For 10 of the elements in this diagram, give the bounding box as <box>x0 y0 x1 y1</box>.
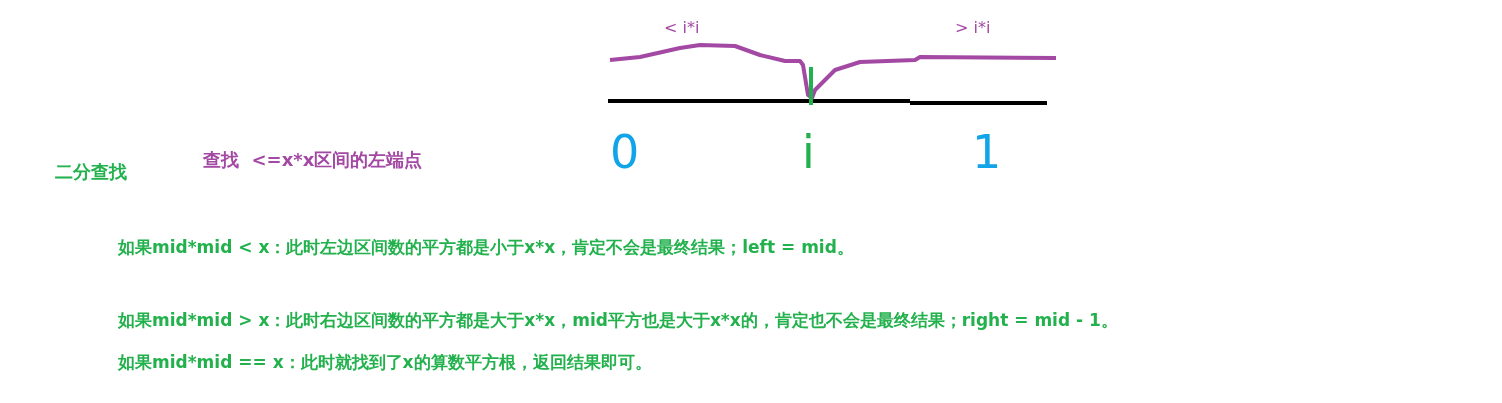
rule-text: 如果mid*mid > x：此时右边区间数的平方都是大于x*x，mid平方也是大于x*x的，肯定也不会是最终结果；right = mid - 1。 <box>118 311 1118 331</box>
range-label: > i*i <box>955 19 991 38</box>
heading: 二分查找 <box>55 162 127 183</box>
axis-value: 0 <box>610 126 640 179</box>
axis-value: 1 <box>972 126 1002 179</box>
note: 查找 <=x*x区间的左端点 <box>203 150 423 171</box>
range-label: < i*i <box>664 19 700 38</box>
point-label: i <box>802 126 815 179</box>
rule-text: 如果mid*mid == x：此时就找到了x的算数平方根，返回结果即可。 <box>118 353 652 373</box>
rule-text: 如果mid*mid < x：此时左边区间数的平方都是小于x*x，肯定不会是最终结果；left = mid。 <box>118 238 854 258</box>
